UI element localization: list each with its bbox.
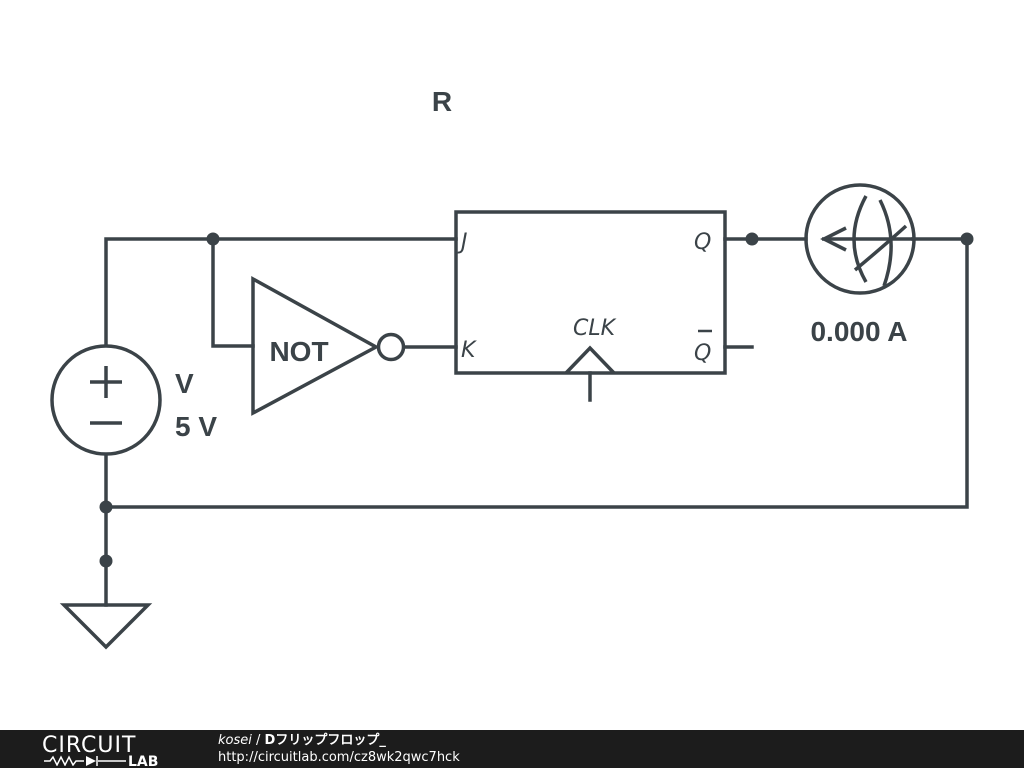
ammeter[interactable]: 0.000 A <box>804 183 916 347</box>
jk-flipflop[interactable]: J K Q Q CLK <box>454 210 727 375</box>
circuit-schematic: R J K Q Q CLK NOT <box>50 86 974 650</box>
junction-dot <box>745 232 759 246</box>
not-gate-bubble <box>376 332 406 362</box>
pin-label-j: J <box>457 230 468 255</box>
author-link[interactable]: kosei <box>218 733 252 748</box>
junction-dot <box>206 232 220 246</box>
ground-symbol <box>59 603 153 650</box>
voltage-source-body <box>50 344 162 456</box>
source-name-label: V <box>175 368 194 399</box>
junction-dot <box>99 500 113 514</box>
wires <box>104 237 969 607</box>
title-separator: / <box>251 733 265 748</box>
junction-dot <box>99 554 113 568</box>
wire-source-to-j <box>104 237 458 347</box>
wire-branch-to-not <box>211 237 255 348</box>
logo-text-top: CIRCUIT <box>42 733 136 758</box>
resistor-label: R <box>432 86 452 117</box>
clock-input-triangle <box>564 345 616 375</box>
diode-icon <box>86 756 96 766</box>
logo-text-bottom: LAB <box>128 754 158 766</box>
voltage-source[interactable]: V 5 V <box>50 344 217 456</box>
circuit-url[interactable]: http://circuitlab.com/cz8wk2qwc7hck <box>218 750 460 765</box>
pin-label-qbar: Q <box>694 341 711 366</box>
pin-label-q: Q <box>694 230 711 255</box>
ammeter-body <box>804 183 916 295</box>
not-gate[interactable]: NOT <box>251 276 406 416</box>
source-value-label: 5 V <box>175 411 217 442</box>
ammeter-needle <box>853 224 908 272</box>
not-gate-label: NOT <box>269 336 328 367</box>
footer-info: kosei / Dフリップフロップ_ http://circuitlab.com… <box>218 732 460 766</box>
junction-dot <box>960 232 974 246</box>
footer-bar: CIRCUIT LAB kosei / Dフリップフロップ_ http://ci… <box>0 730 1024 768</box>
ammeter-scale-arc <box>852 195 868 283</box>
wire-ammeter-return <box>104 237 969 509</box>
footer-title-line: kosei / Dフリップフロップ_ <box>218 732 460 749</box>
circuit-title[interactable]: Dフリップフロップ_ <box>264 733 386 748</box>
not-gate-body <box>251 276 380 416</box>
resistor-squiggle-icon <box>44 755 84 766</box>
pin-label-k: K <box>461 338 477 363</box>
ammeter-arrow-head <box>820 226 847 252</box>
pin-label-clk: CLK <box>573 316 617 341</box>
flipflop-body <box>454 210 727 375</box>
ammeter-reading: 0.000 A <box>810 316 907 347</box>
circuitlab-logo[interactable]: CIRCUIT LAB <box>42 732 182 766</box>
